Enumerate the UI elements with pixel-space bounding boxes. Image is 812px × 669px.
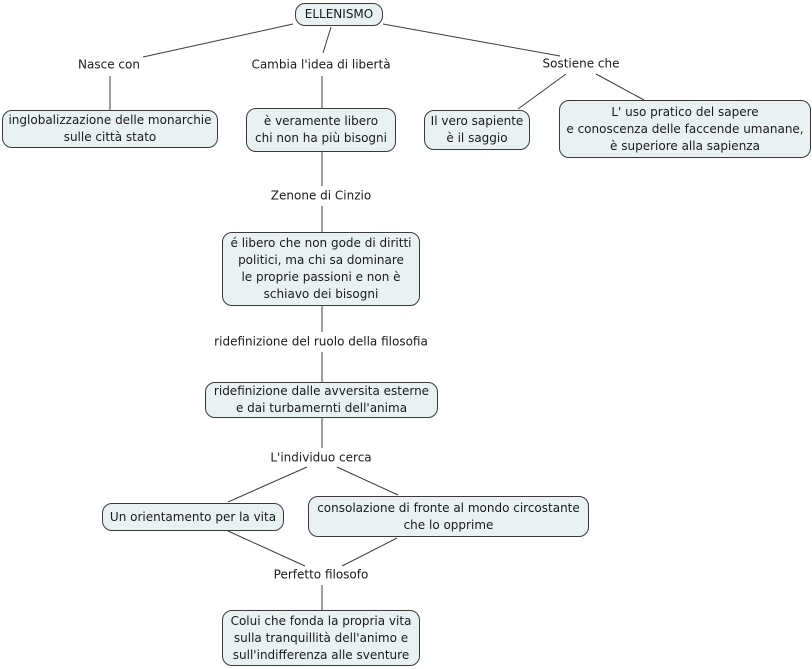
edge-sostiene-uso-pratico — [595, 73, 645, 101]
edge-consolazione-perfetto — [341, 537, 398, 567]
edge-individuo-orientamento — [227, 466, 308, 503]
link-label-ridefinizione-ruolo[interactable]: ridefinizione del ruolo della filosofia — [212, 334, 430, 350]
edge-ellenismo-cambia-idea — [322, 26, 332, 54]
edge-individuo-consolazione — [336, 466, 399, 496]
link-label-sostiene-che[interactable]: Sostiene che — [540, 56, 622, 72]
node-ellenismo[interactable]: ELLENISMO — [295, 3, 383, 26]
node-colui-che-fonda[interactable]: Colui che fonda la propria vita sulla tr… — [222, 610, 420, 666]
node-orientamento[interactable]: Un orientamento per la vita — [102, 503, 284, 531]
node-uso-pratico[interactable]: L' uso pratico del sapere e conoscenza d… — [559, 100, 811, 158]
node-vero-sapiente[interactable]: Il vero sapiente è il saggio — [424, 110, 530, 150]
node-veramente-libero[interactable]: è veramente libero chi non ha più bisogn… — [246, 108, 396, 152]
node-libero-diritti[interactable]: é libero che non gode di diritti politic… — [222, 232, 420, 306]
link-label-nasce-con[interactable]: Nasce con — [76, 57, 142, 73]
edge-sostiene-vero-sapiente — [517, 73, 567, 110]
edge-ellenismo-sostiene-che — [382, 23, 561, 57]
link-label-cambia-idea[interactable]: Cambia l'idea di libertà — [249, 57, 393, 73]
link-label-individuo-cerca[interactable]: L'individuo cerca — [268, 450, 374, 466]
node-inglobalizzazione[interactable]: inglobalizzazione delle monarchie sulle … — [2, 110, 218, 148]
edge-orientamento-perfetto — [227, 530, 306, 567]
link-label-zenone[interactable]: Zenone di Cinzio — [268, 188, 374, 204]
link-label-perfetto-filosofo[interactable]: Perfetto filosofo — [271, 567, 371, 583]
edge-ellenismo-nasce-con — [142, 23, 294, 58]
node-consolazione[interactable]: consolazione di fronte al mondo circosta… — [308, 496, 589, 537]
node-ridefinizione-avversita[interactable]: ridefinizione dalle avversita esterne e … — [205, 382, 438, 418]
